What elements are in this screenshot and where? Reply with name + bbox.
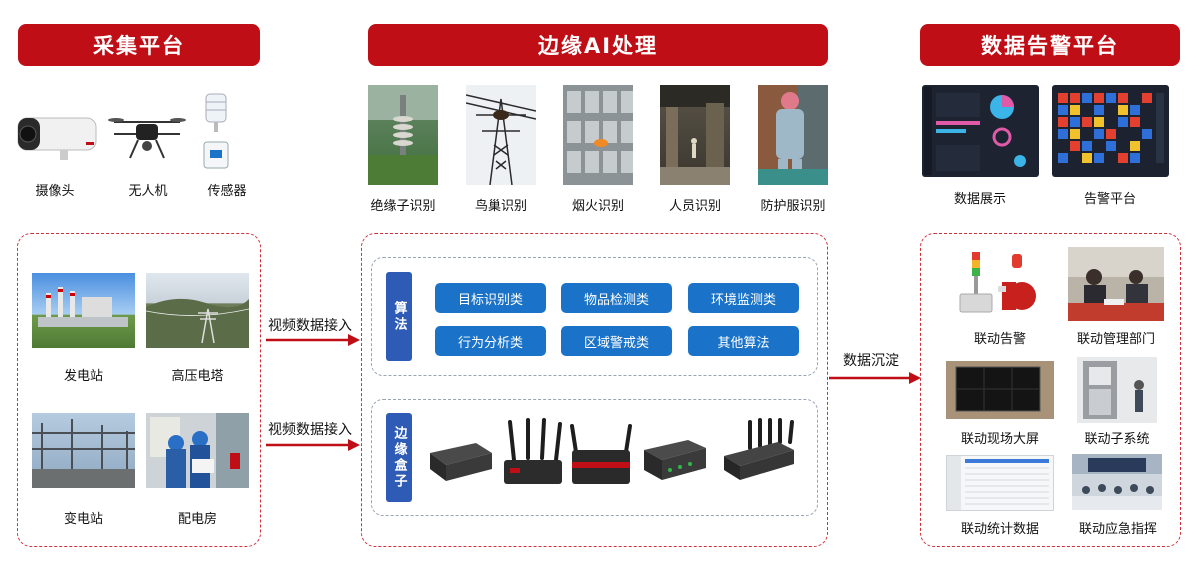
personnel-photo: [660, 85, 730, 185]
edge-box-label: 边缘盒子: [386, 413, 412, 502]
edge-box-device-3: [570, 424, 632, 484]
edge-box-device-1: [430, 443, 492, 481]
recog-label-protective-suit: 防护服识别: [760, 199, 826, 214]
recog-label-bird-nest: 鸟巢识别: [474, 199, 527, 214]
device-label-camera: 摄像头: [35, 184, 75, 199]
bird-nest-photo: [466, 85, 536, 185]
arrow-label-video-in-2: 视频数据接入: [268, 422, 352, 438]
smoke-fire-photo: [563, 85, 633, 185]
device-label-sensor: 传感器: [207, 184, 247, 199]
algo-area-alert: 区域警戒类: [561, 326, 672, 356]
site-label-distribution-room: 配电房: [177, 512, 217, 527]
linkage-label-big-screen: 联动现场大屏: [960, 432, 1039, 447]
device-label-drone: 无人机: [128, 184, 168, 199]
site-label-hv-tower: 高压电塔: [171, 369, 224, 384]
insulator-photo: [368, 85, 438, 185]
linkage-panel: [920, 233, 1181, 547]
algo-other: 其他算法: [688, 326, 799, 356]
alarm-top-label-display: 数据展示: [953, 192, 1006, 207]
sites-panel: [17, 233, 261, 547]
algo-environment-monitoring: 环境监测类: [688, 283, 799, 313]
algo-target-recognition: 目标识别类: [435, 283, 546, 313]
arrow-video-in-1: [266, 334, 360, 346]
arrow-video-in-2: [266, 439, 360, 451]
alarm-top-label-platform: 告警平台: [1083, 192, 1136, 207]
camera-icon: [17, 117, 97, 160]
emergency-command-photo: [1072, 454, 1162, 510]
alarm-platform-screenshot: [1052, 85, 1169, 177]
linkage-label-subsystem: 联动子系统: [1084, 432, 1150, 447]
distribution-room-photo: [146, 413, 249, 488]
linkage-label-statistics: 联动统计数据: [960, 522, 1039, 537]
algorithm-panel: [371, 257, 818, 376]
recog-label-insulator: 绝缘子识别: [370, 199, 436, 214]
sensor-icon: [203, 93, 229, 169]
site-label-substation: 变电站: [63, 512, 103, 527]
algo-behavior-analysis: 行为分析类: [435, 326, 546, 356]
arrow-label-data-sink: 数据沉淀: [843, 353, 899, 369]
recog-label-smoke-fire: 烟火识别: [571, 199, 624, 214]
algo-object-detection: 物品检测类: [561, 283, 672, 313]
data-display-screenshot: [922, 85, 1039, 177]
linkage-label-emergency: 联动应急指挥: [1078, 522, 1157, 537]
linkage-label-management: 联动管理部门: [1076, 332, 1155, 347]
recog-label-personnel: 人员识别: [668, 199, 721, 214]
statistics-data-screenshot: [946, 455, 1054, 511]
edge-box-panel: [371, 399, 818, 516]
arrow-data-sink: [829, 372, 921, 384]
protective-suit-photo: [758, 85, 828, 185]
edge-box-device-4: [644, 440, 706, 480]
subsystem-photo: [1077, 357, 1157, 423]
management-dept-photo: [1068, 247, 1164, 321]
linkage-label-alarm: 联动告警: [973, 332, 1026, 347]
substation-photo: [32, 413, 135, 488]
power-plant-photo: [32, 273, 135, 348]
edge-box-device-5: [724, 418, 794, 480]
arrow-label-video-in-1: 视频数据接入: [268, 318, 352, 334]
header-alarm: 数据告警平台: [920, 24, 1180, 66]
edge-processing-panel: [361, 233, 828, 547]
header-collect: 采集平台: [18, 24, 260, 66]
alarm-light-photo: [959, 252, 1036, 313]
algorithm-label: 算法: [386, 272, 412, 361]
hv-tower-photo: [146, 273, 249, 348]
onsite-big-screen-photo: [946, 361, 1054, 419]
drone-icon: [108, 118, 186, 159]
edge-box-device-2: [504, 418, 562, 484]
site-label-power-plant: 发电站: [63, 369, 103, 384]
header-edge-ai: 边缘AI处理: [368, 24, 828, 66]
